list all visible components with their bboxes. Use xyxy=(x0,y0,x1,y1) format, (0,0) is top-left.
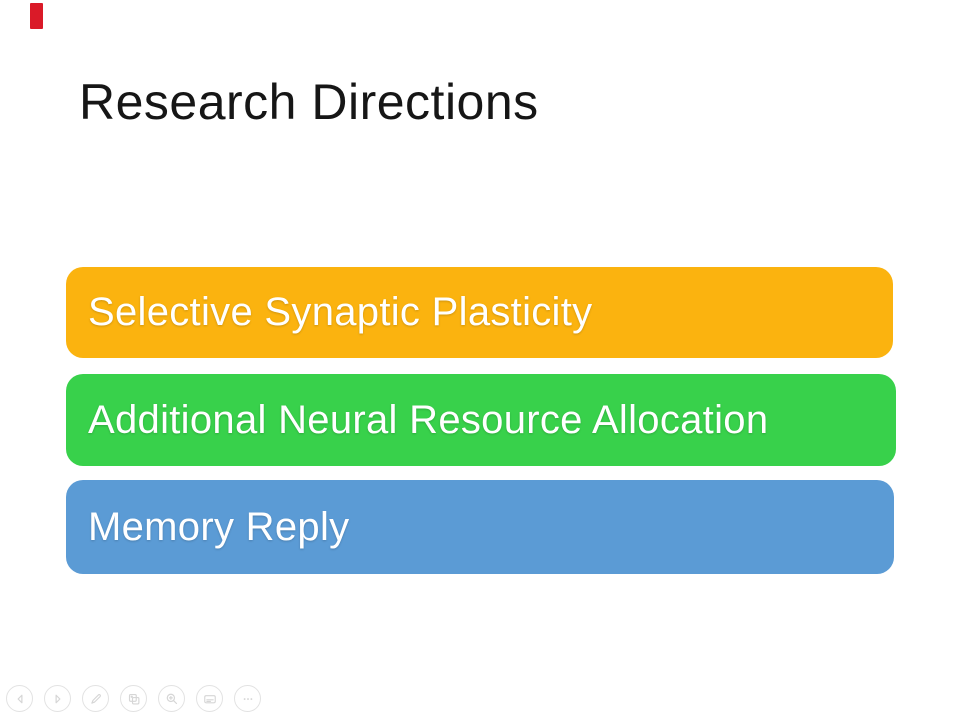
smartart-bar-additional-neural-resource-allocation: Additional Neural Resource Allocation xyxy=(66,374,896,466)
slideshow-controls xyxy=(6,685,261,712)
see-all-slides-button[interactable] xyxy=(120,685,147,712)
pen-icon xyxy=(87,690,105,708)
slide-title: Research Directions xyxy=(79,74,539,130)
zoom-button[interactable] xyxy=(158,685,185,712)
chevron-left-icon xyxy=(11,690,29,708)
more-options-button[interactable] xyxy=(234,685,261,712)
previous-slide-button[interactable] xyxy=(6,685,33,712)
chevron-right-icon xyxy=(49,690,67,708)
captions-button[interactable] xyxy=(196,685,223,712)
magnifier-icon xyxy=(163,690,181,708)
ellipsis-icon xyxy=(239,690,257,708)
recording-indicator xyxy=(30,3,43,29)
smartart-bar-selective-synaptic-plasticity: Selective Synaptic Plasticity xyxy=(66,267,893,358)
bar-label: Memory Reply xyxy=(88,504,350,549)
bar-label: Selective Synaptic Plasticity xyxy=(88,290,593,334)
next-slide-button[interactable] xyxy=(44,685,71,712)
bar-label: Additional Neural Resource Allocation xyxy=(88,397,769,442)
slides-grid-icon xyxy=(125,690,143,708)
smartart-bar-memory-reply: Memory Reply xyxy=(66,480,894,574)
captions-icon xyxy=(201,690,219,708)
pen-button[interactable] xyxy=(82,685,109,712)
